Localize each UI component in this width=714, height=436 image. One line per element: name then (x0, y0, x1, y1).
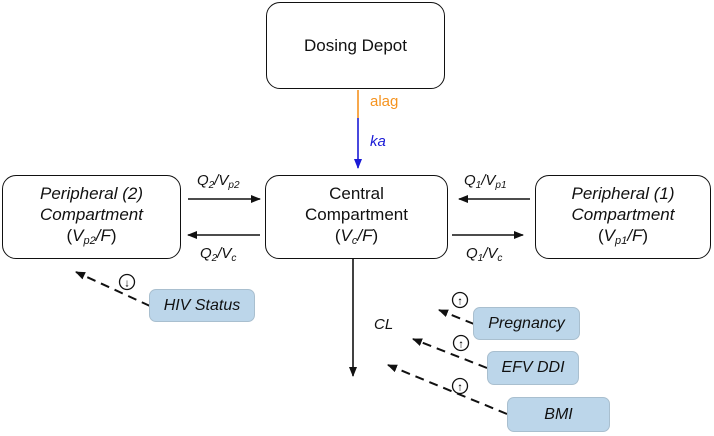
peripheral-1-volume: (Vp1/F) (597, 225, 649, 247)
peripheral-2-line2: Compartment (40, 204, 143, 224)
efv-effect-arrow (412, 338, 488, 369)
pregnancy-effect-arrow (438, 309, 475, 325)
peripheral-1-line2: Compartment (571, 204, 675, 224)
central-line2: Compartment (305, 204, 408, 224)
efv-effect-symbol: ↑ (452, 334, 470, 352)
central-compartment-box: Central Compartment (Vc/F) (265, 175, 448, 259)
central-volume: (Vc/F) (334, 225, 379, 247)
q2-to-c-label: Q2/Vc (200, 245, 237, 264)
dosing-depot-box: Dosing Depot (266, 2, 445, 89)
bmi-effect-symbol: ↑ (451, 377, 469, 395)
hiv-effect-symbol: ↓ (118, 273, 136, 291)
peripheral-1-line1: Peripheral (1) (571, 183, 675, 203)
bmi-effect-glyph: ↑ (457, 382, 463, 394)
bmi-effect-arrow (387, 364, 508, 415)
peripheral-2-box: Peripheral (2) Compartment (Vp2/F) (2, 175, 181, 259)
ka-label: ka (370, 133, 386, 150)
peripheral-2-line1: Peripheral (2) (40, 183, 143, 203)
central-line1: Central (329, 183, 384, 203)
hiv-effect-glyph: ↓ (124, 278, 130, 290)
covariate-hiv-status: HIV Status (149, 289, 255, 322)
covariate-bmi: BMI (507, 397, 610, 432)
hiv-effect-arrow (75, 271, 151, 307)
covariate-pregnancy: Pregnancy (473, 307, 580, 340)
dosing-depot-label: Dosing Depot (303, 36, 407, 55)
q2-to-p2-label: Q2/Vp2 (197, 172, 240, 191)
covariate-efv-ddi: EFV DDI (487, 351, 579, 385)
cl-label: CL (374, 316, 394, 333)
pregnancy-effect-symbol: ↑ (451, 291, 469, 309)
peripheral-2-volume: (Vp2/F) (66, 225, 117, 247)
alag-label: alag (370, 93, 399, 110)
q1-to-c-label: Q1/Vp1 (464, 172, 507, 191)
peripheral-1-box: Peripheral (1) Compartment (Vp1/F) (535, 175, 711, 259)
efv-effect-glyph: ↑ (458, 339, 464, 351)
pregnancy-effect-glyph: ↑ (457, 296, 463, 308)
q1-to-p1-label: Q1/Vc (466, 245, 503, 264)
